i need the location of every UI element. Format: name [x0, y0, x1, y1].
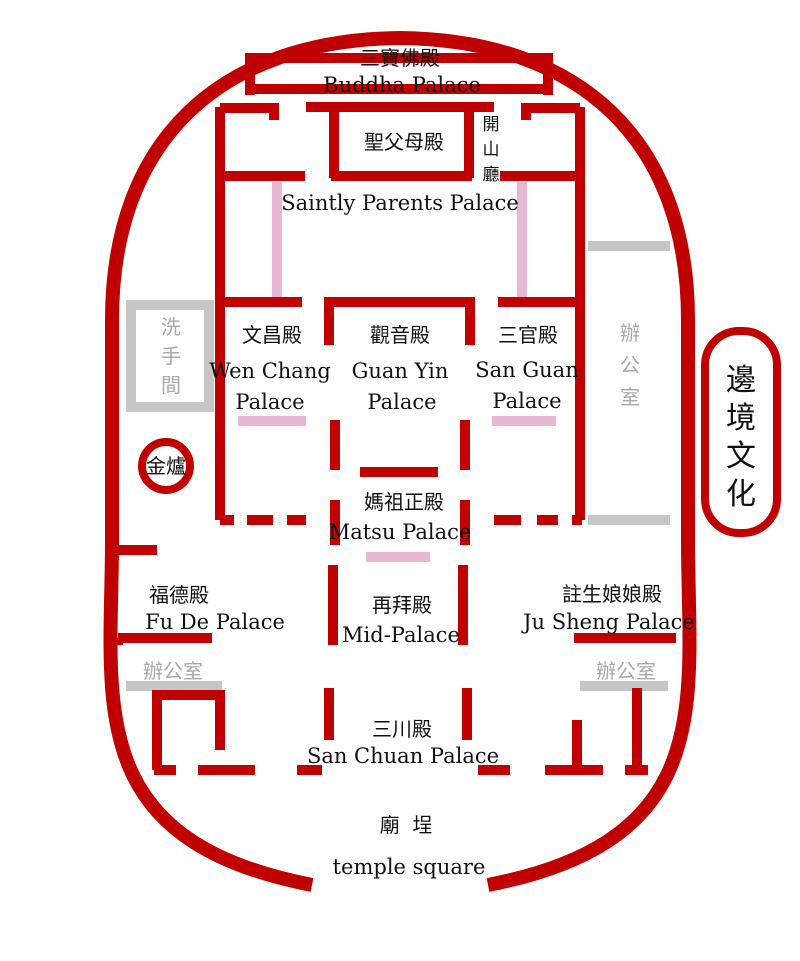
restroom-char-3: 間 [161, 373, 181, 397]
guanyin-en-label-1: Guan Yin [352, 359, 449, 383]
mid-en-label: Mid-Palace [342, 623, 460, 647]
office-left-label: 辦公室 [143, 659, 203, 683]
furnace-ring [138, 438, 194, 494]
wenchang-en-label-1: Wen Chang [209, 359, 331, 383]
office-right-char-2: 公 [620, 353, 640, 377]
kaishan-char-2: 山 [483, 140, 500, 160]
kaishan-char-3: 廳 [483, 165, 500, 185]
fude-en-label: Fu De Palace [145, 610, 285, 634]
outer-wall [103, 30, 697, 892]
office-right-char-3: 室 [620, 385, 640, 409]
restroom-char-2: 手 [161, 344, 181, 368]
guanyin-en-label-2: Palace [367, 390, 436, 414]
restroom-outline [126, 300, 214, 412]
furnace-label: 金爐 [146, 454, 186, 478]
fude-zh-label: 福德殿 [149, 583, 209, 607]
matsu-en-label: Matsu Palace [329, 520, 472, 544]
parents-zh-label: 聖父母殿 [364, 130, 444, 154]
jusheng-zh-label: 註生娘娘殿 [562, 582, 662, 606]
office-lower-right-label: 辦公室 [596, 659, 656, 683]
buddha-en-label: Buddha Palace [323, 73, 481, 97]
sanguan-zh-label: 三官殿 [498, 323, 558, 347]
kaishan-char-1: 開 [483, 115, 500, 135]
restroom-char-1: 洗 [161, 315, 181, 339]
guanyin-zh-label: 觀音殿 [370, 323, 430, 347]
mid-zh-label: 再拜殿 [372, 593, 432, 617]
square-zh-label: 廟 埕 [380, 813, 433, 837]
sanguan-en-label-2: Palace [492, 389, 561, 413]
parents-en-label: Saintly Parents Palace [281, 191, 519, 215]
badge-char-4: 化 [726, 477, 756, 512]
badge-char-2: 境 [726, 401, 756, 436]
matsu-zh-label: 媽祖正殿 [364, 490, 444, 514]
jusheng-en-label: Ju Sheng Palace [521, 610, 695, 634]
gray-structures [126, 241, 670, 691]
buddha-zh-label: 三寶佛殿 [360, 46, 440, 70]
sanchuan-en-label: San Chuan Palace [307, 744, 499, 768]
pink-thresholds [238, 182, 556, 562]
interior-walls [113, 53, 676, 775]
wenchang-zh-label: 文昌殿 [242, 323, 302, 347]
badge-frame [701, 327, 781, 537]
sanchuan-zh-label: 三川殿 [372, 717, 432, 741]
badge-char-3: 文 [726, 439, 756, 474]
badge-char-1: 邊 [726, 363, 756, 398]
office-right-char-1: 辦 [620, 321, 640, 345]
wenchang-en-label-2: Palace [235, 390, 304, 414]
sanguan-en-label-1: San Guan [475, 358, 578, 382]
square-en-label: temple square [333, 855, 486, 879]
